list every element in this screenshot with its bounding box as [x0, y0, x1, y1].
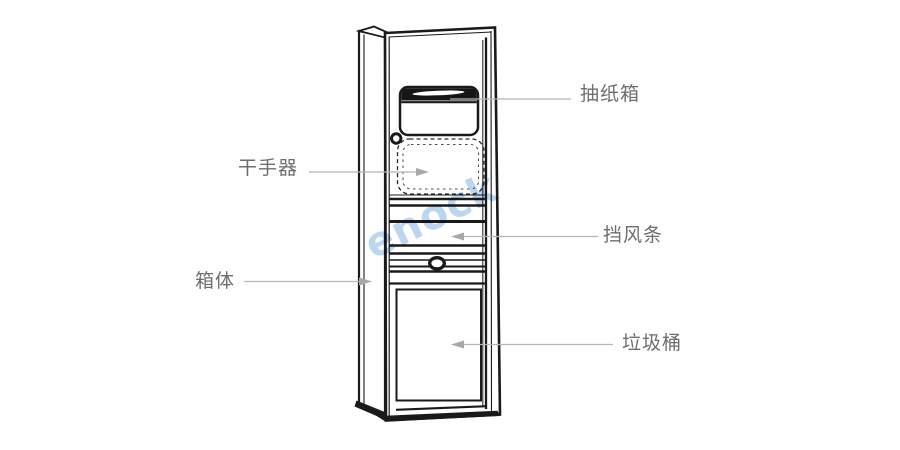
arrowhead-trash-bin	[451, 340, 464, 349]
paper-box-opening	[398, 85, 480, 137]
label-hand-dryer: 干手器	[238, 158, 299, 179]
arrowhead-cabinet-body	[359, 277, 372, 286]
arrowhead-wind-strip	[451, 232, 464, 241]
sensor-button	[390, 132, 403, 145]
label-paper-box: 抽纸箱	[580, 84, 641, 105]
vent-slats	[389, 194, 486, 273]
latch-knob	[428, 256, 446, 271]
label-cabinet-body: 箱体	[195, 271, 236, 292]
paper-slot	[412, 90, 465, 96]
label-trash-bin: 垃圾桶	[622, 333, 683, 354]
label-wind-strip: 挡风条	[603, 225, 664, 246]
hand-dryer-hidden-outline	[396, 138, 485, 195]
arrowhead-hand-dryer	[416, 168, 429, 176]
